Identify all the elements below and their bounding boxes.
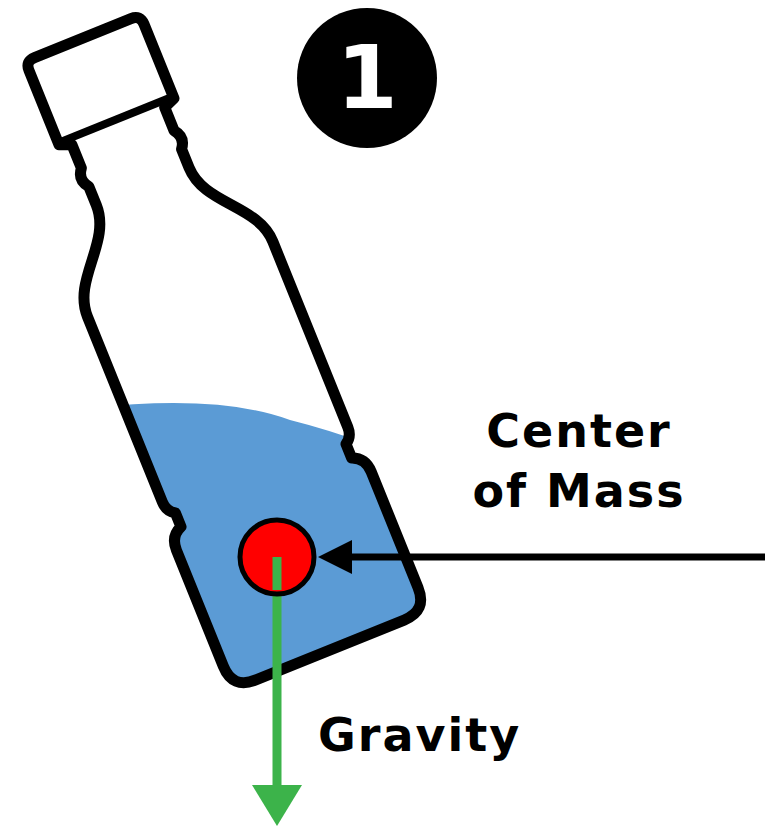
center-of-mass-label: Center of Mass	[462, 402, 696, 522]
callout-number: 1	[336, 34, 397, 122]
label-text: Center of Mass	[472, 404, 685, 518]
cap-line	[58, 96, 173, 142]
gravity-arrow-start	[273, 557, 282, 590]
gravity-arrowhead	[252, 785, 302, 826]
center-of-mass-dot	[240, 520, 314, 594]
label-text: Gravity	[318, 708, 521, 762]
bottle-outline	[0, 0, 427, 689]
gravity-label: Gravity	[318, 706, 618, 766]
pointer-arrowhead	[318, 540, 352, 574]
callout-badge: 1	[297, 8, 437, 148]
pointer-line	[345, 554, 765, 561]
